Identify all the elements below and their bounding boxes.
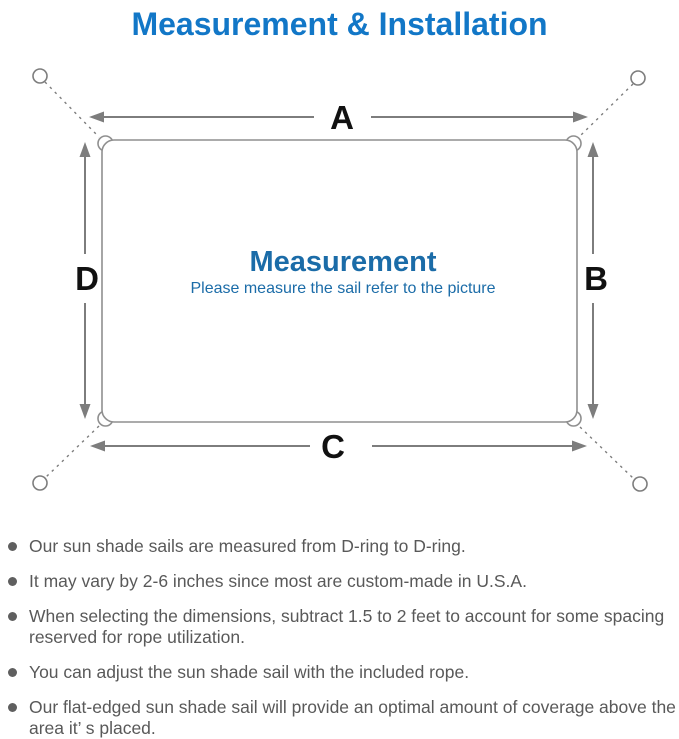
measurement-diagram: A B C D Measurement Please measure the s… xyxy=(32,68,648,492)
rope-line-top-right xyxy=(579,83,634,137)
anchor-ring-icon xyxy=(630,70,646,86)
list-item: Our sun shade sails are measured from D-… xyxy=(8,536,677,557)
page-title: Measurement & Installation xyxy=(131,6,548,42)
note-text: Our flat-edged sun shade sail will provi… xyxy=(29,697,676,738)
rope-line-bottom-left xyxy=(44,425,100,479)
sail-rectangle xyxy=(101,139,578,423)
bullet-icon xyxy=(8,668,17,677)
anchor-ring-icon xyxy=(632,476,648,492)
bullet-icon xyxy=(8,542,17,551)
arrow-b xyxy=(587,142,599,419)
notes-list: Our sun shade sails are measured from D-… xyxy=(8,536,677,739)
dimension-label-a: A xyxy=(330,99,354,136)
bullet-icon xyxy=(8,703,17,712)
list-item: When selecting the dimensions, subtract … xyxy=(8,606,677,648)
note-text: Our sun shade sails are measured from D-… xyxy=(29,536,466,556)
note-text: When selecting the dimensions, subtract … xyxy=(29,606,665,647)
dimension-label-d: D xyxy=(75,260,99,297)
list-item: It may vary by 2-6 inches since most are… xyxy=(8,571,677,592)
dimension-label-b: B xyxy=(584,260,608,297)
arrow-d xyxy=(79,142,91,419)
arrow-a xyxy=(89,111,588,123)
diagram-caption-title: Measurement xyxy=(250,246,437,278)
anchor-ring-icon xyxy=(32,475,48,491)
list-item: You can adjust the sun shade sail with t… xyxy=(8,662,677,683)
rope-line-top-left xyxy=(44,81,100,138)
anchor-ring-icon xyxy=(32,68,48,84)
bullet-icon xyxy=(8,612,17,621)
rope-line-bottom-right xyxy=(579,426,635,480)
diagram-caption-subtitle: Please measure the sail refer to the pic… xyxy=(190,280,495,297)
dimension-label-c: C xyxy=(321,428,345,465)
arrow-c xyxy=(90,440,587,452)
note-text: It may vary by 2-6 inches since most are… xyxy=(29,571,527,591)
bullet-icon xyxy=(8,577,17,586)
note-text: You can adjust the sun shade sail with t… xyxy=(29,662,470,682)
list-item: Our flat-edged sun shade sail will provi… xyxy=(8,697,677,739)
